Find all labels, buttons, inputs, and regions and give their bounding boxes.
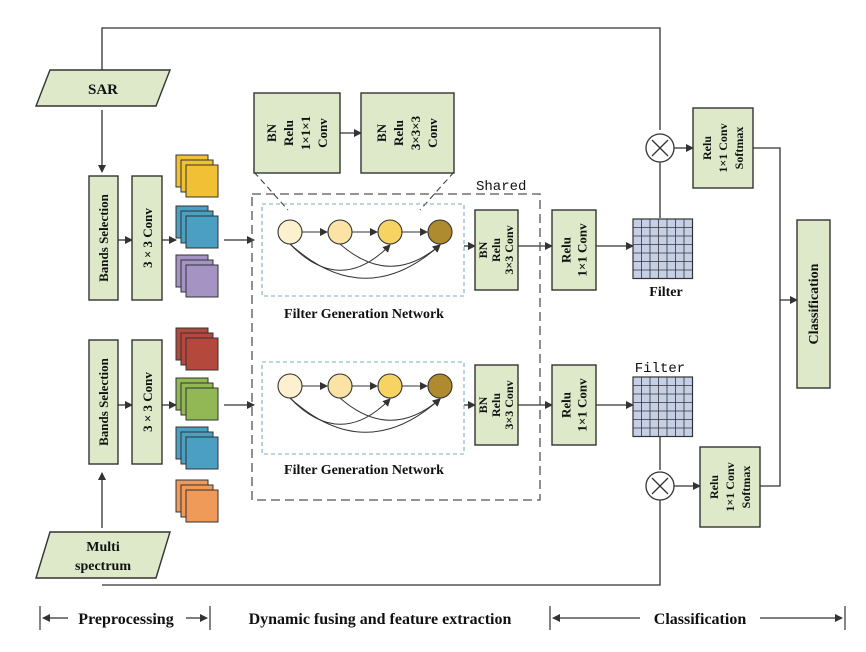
cube-purple [175,254,219,298]
sar-input: SAR [34,69,172,107]
graph-node [327,373,353,399]
multiply-icon-bottom [645,471,675,501]
connection-wires [98,27,798,586]
graph-node [277,373,303,399]
filter-label-top: Filter [649,285,682,300]
cube-yellow [175,154,219,198]
graph-node [427,373,453,399]
stage-dynamic: Dynamic fusing and feature extraction [249,611,512,628]
block-text-line: Softmax [732,127,746,170]
block-text-line: BN [374,123,389,142]
svg-text:Classification: Classification [807,263,822,344]
bands-selection-bottom: Bands Selection [88,339,119,465]
graph-node [377,373,403,399]
svg-text:3 × 3 Conv: 3 × 3 Conv [140,372,155,432]
block-text-line: 3×3 Conv [502,380,516,429]
multispectrum-input: Multi spectrum [35,531,171,579]
block-text-line: 1×1 Conv [575,378,590,432]
block-text-line: Relu [707,475,721,499]
skip-connection [289,243,391,271]
svg-text:3 × 3 Conv: 3 × 3 Conv [140,208,155,268]
graph-node [377,219,403,245]
block-text-line: Relu [559,237,574,263]
fgn-bottom: Filter Generation Network [261,361,465,478]
fgn-top-label: Filter Generation Network [284,307,444,322]
fgn-top: Filter Generation Network [261,203,465,322]
feature-cubes [175,154,219,523]
filter-label-bottom: Filter [635,361,685,377]
block-text-line: BN [476,396,490,413]
block-text-line: 1×1×1 [298,116,313,150]
cube-blue [175,205,219,249]
multi-label-line1: Multi [86,540,120,555]
stage-preprocessing: Preprocessing [78,611,173,628]
block-text-line: Relu [559,392,574,418]
block-text-line: 3×3 Conv [502,225,516,274]
graph-node [427,219,453,245]
cube-blue-2 [175,426,219,470]
block-text-line: 1×1 Conv [575,223,590,277]
cube-red [175,327,219,371]
block-text-line: Relu [281,120,296,146]
graph-node [277,219,303,245]
svg-text:Bands Selection: Bands Selection [96,193,111,282]
cube-orange [175,479,219,523]
skip-connection [289,243,441,279]
sar-label: SAR [88,82,118,98]
skip-connection [339,397,441,421]
svg-text:Bands Selection: Bands Selection [96,357,111,446]
block-text-line: Relu [391,120,406,146]
shared-region [251,193,541,501]
skip-connection [289,397,391,425]
stage-bar: Preprocessing Dynamic fusing and feature… [39,606,846,630]
conv3x3-bottom: 3 × 3 Conv [131,339,163,465]
fgn-bottom-label: Filter Generation Network [284,463,444,478]
graph-node [327,219,353,245]
filter-grid-bottom [632,376,694,438]
block-text-line: Softmax [739,466,753,509]
filter-grid-top [632,218,694,280]
shared-label: Shared [476,179,526,195]
block-text-line: 1×1 Conv [723,462,737,511]
block-text-line: 3×3×3 [408,115,423,150]
multi-label-line2: spectrum [75,559,131,574]
block-text-line: Relu [489,393,503,417]
block-text-line: BN [264,123,279,142]
multiply-icon-top [645,133,675,163]
block-text-line: Conv [425,118,440,148]
block-text-line: Conv [315,118,330,148]
bands-selection-top: Bands Selection [88,175,119,301]
block-text-line: 1×1 Conv [716,123,730,172]
skip-connection [289,397,441,433]
conv3x3-top: 3 × 3 Conv [131,175,163,301]
cube-green [175,377,219,421]
skip-connection [339,243,441,267]
block-text-line: Relu [489,238,503,262]
block-text-line: BN [476,241,490,258]
block-text-line: Relu [700,136,714,160]
classification-block: Classification [796,219,831,389]
stage-classification: Classification [654,611,747,628]
